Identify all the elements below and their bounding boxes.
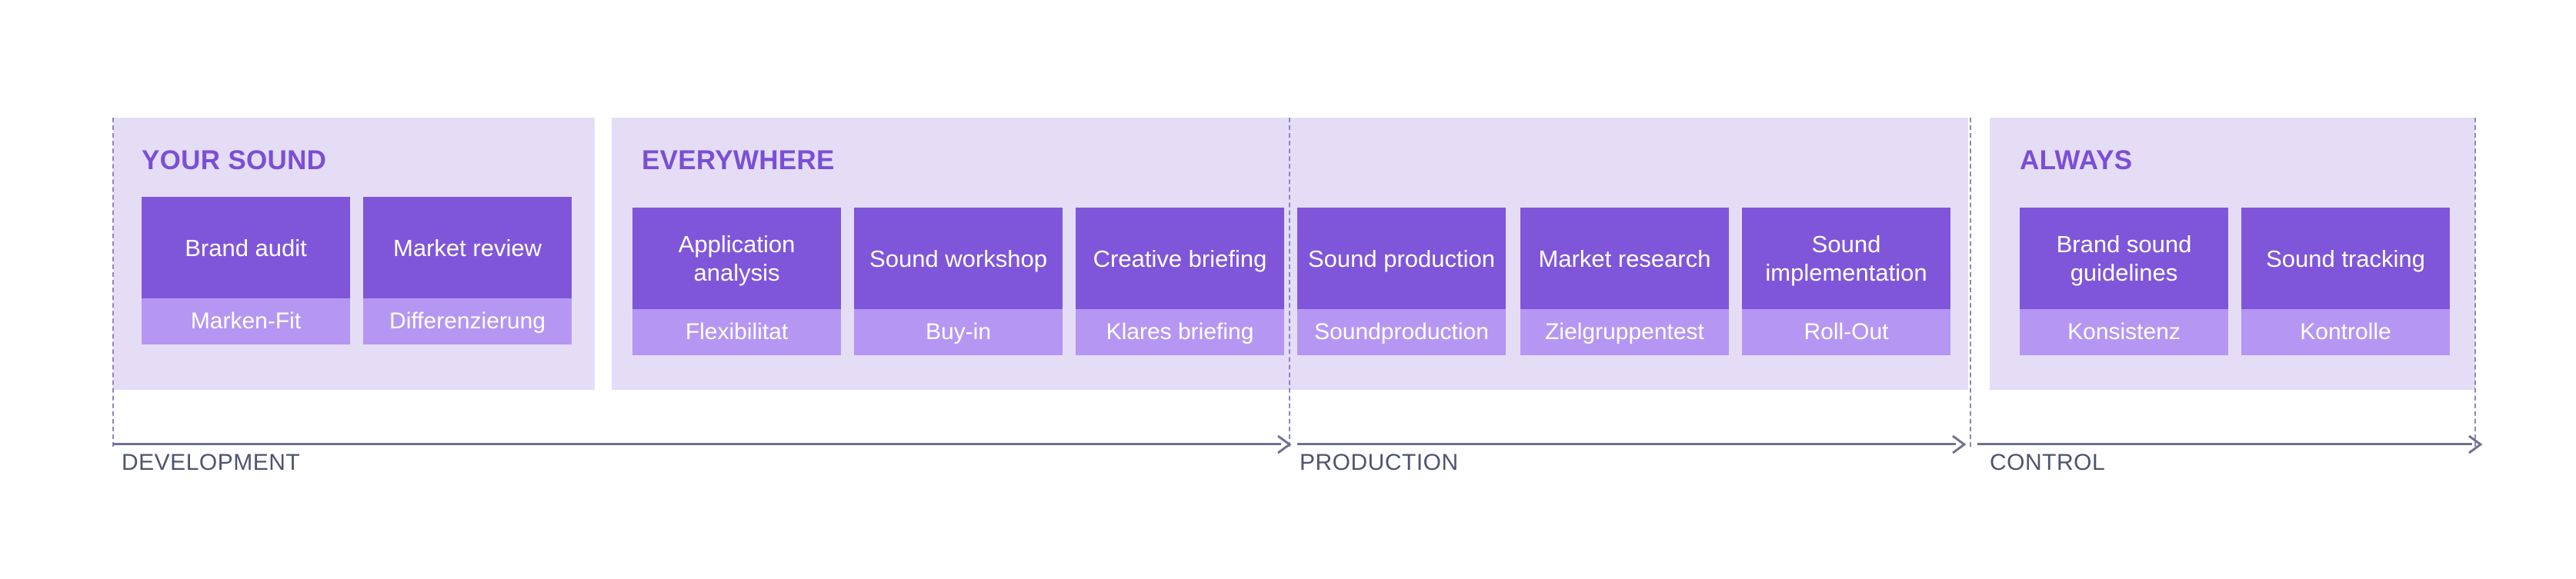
panel-always: ALWAYS Brand sound guidelines Konsistenz…: [1990, 118, 2475, 390]
card-main-label: Creative briefing: [1076, 208, 1284, 309]
card-main-label: Sound production: [1297, 208, 1506, 309]
card-main-label: Sound implementation: [1742, 208, 1950, 309]
card-sub-label: Soundproduction: [1297, 309, 1506, 355]
card-sub-label: Marken-Fit: [142, 298, 350, 344]
arrow-head-icon: [1952, 434, 1967, 454]
card-brand-sound-guidelines: Brand sound guidelines Konsistenz: [2020, 208, 2228, 355]
phase-guide-control-end: [2474, 118, 2476, 447]
timeline-axis-control: [1977, 443, 2472, 445]
card-main-label: Application analysis: [632, 208, 841, 309]
phase-guide-control-start: [1970, 118, 1971, 447]
arrow-head-icon: [1277, 434, 1292, 454]
arrow-head-icon: [2468, 434, 2483, 454]
card-sound-production: Sound production Soundproduction: [1297, 208, 1506, 355]
card-main-label: Market research: [1520, 208, 1729, 309]
timeline-axis-development: [113, 443, 1281, 445]
panel-your-sound: YOUR SOUND Brand audit Marken-Fit Market…: [113, 118, 595, 390]
phase-label-control: CONTROL: [1990, 450, 2106, 475]
card-sub-label: Zielgruppentest: [1520, 309, 1729, 355]
phase-guide-production-start: [1289, 118, 1290, 447]
card-main-label: Market review: [363, 197, 572, 298]
card-sub-label: Buy-in: [854, 309, 1063, 355]
card-sub-label: Roll-Out: [1742, 309, 1950, 355]
card-sound-implementation: Sound implementation Roll-Out: [1742, 208, 1950, 355]
phase-label-development: DEVELOPMENT: [122, 450, 301, 475]
panel-title-everywhere: EVERYWHERE: [642, 145, 835, 175]
card-market-research: Market research Zielgruppentest: [1520, 208, 1729, 355]
card-sub-label: Flexibilitat: [632, 309, 841, 355]
card-sub-label: Konsistenz: [2020, 309, 2228, 355]
card-main-label: Brand audit: [142, 197, 350, 298]
card-main-label: Sound workshop: [854, 208, 1063, 309]
card-sub-label: Differenzierung: [363, 298, 572, 344]
card-creative-briefing: Creative briefing Klares briefing: [1076, 208, 1284, 355]
phase-guide-development-start: [112, 118, 114, 447]
timeline-axis-production: [1297, 443, 1956, 445]
card-sound-tracking: Sound tracking Kontrolle: [2241, 208, 2450, 355]
card-market-review: Market review Differenzierung: [363, 197, 572, 344]
panel-title-always: ALWAYS: [2020, 145, 2133, 175]
card-sound-workshop: Sound workshop Buy-in: [854, 208, 1063, 355]
card-main-label: Sound tracking: [2241, 208, 2450, 309]
panel-title-your-sound: YOUR SOUND: [142, 145, 327, 175]
card-sub-label: Klares briefing: [1076, 309, 1284, 355]
card-brand-audit: Brand audit Marken-Fit: [142, 197, 350, 344]
phase-label-production: PRODUCTION: [1300, 450, 1459, 475]
card-main-label: Brand sound guidelines: [2020, 208, 2228, 309]
card-application-analysis: Application analysis Flexibilitat: [632, 208, 841, 355]
card-sub-label: Kontrolle: [2241, 309, 2450, 355]
